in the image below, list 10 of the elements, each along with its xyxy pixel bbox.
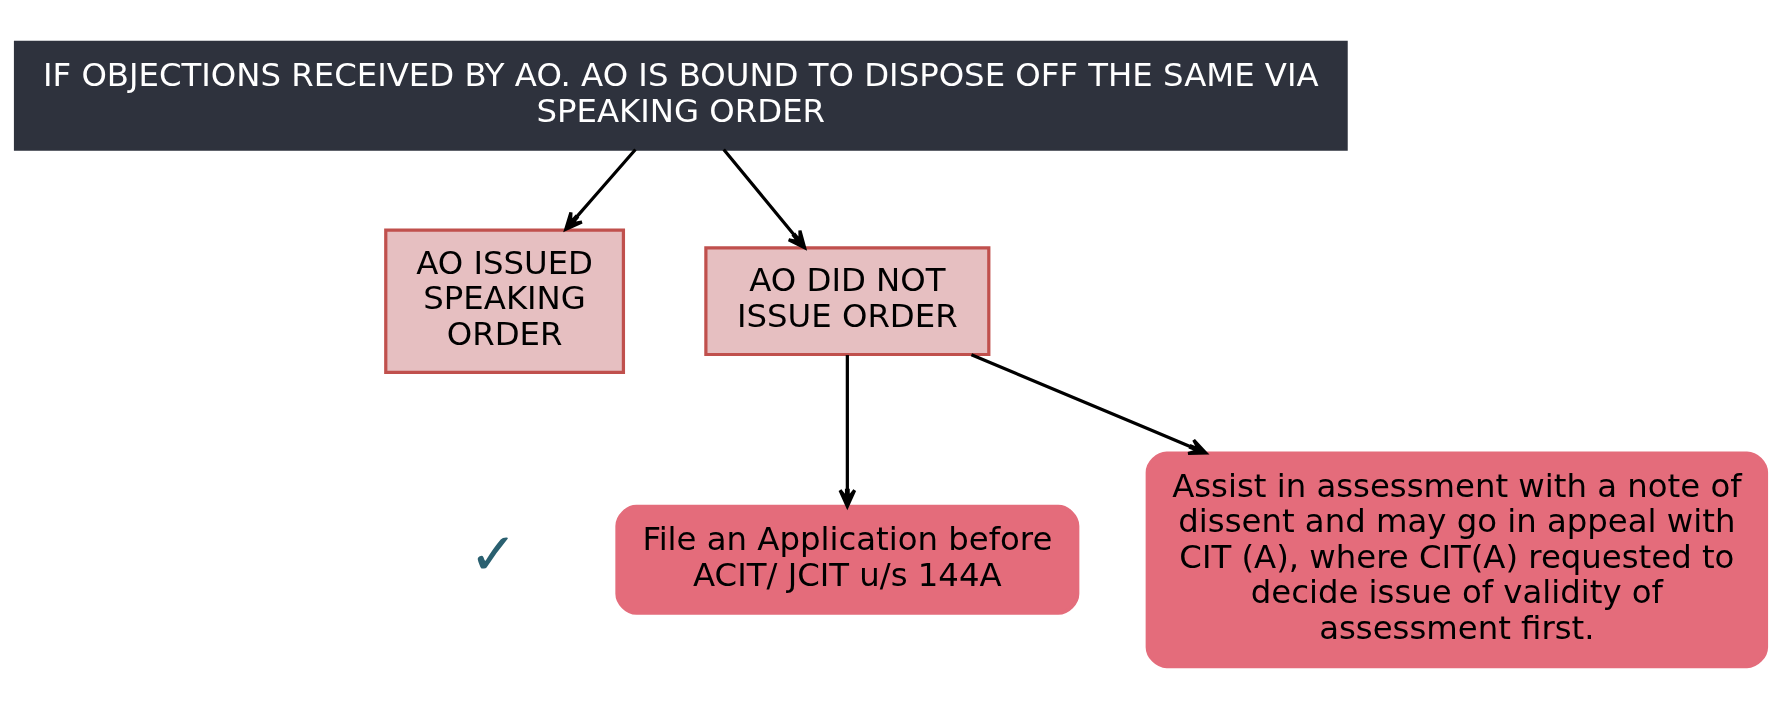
arrow xyxy=(837,354,856,508)
node-box: AO DID NOT ISSUE ORDER xyxy=(703,245,990,356)
label: ✓ xyxy=(468,519,518,588)
arrow xyxy=(970,352,1207,455)
node-box: IF OBJECTIONS RECEIVED BY AO. AO IS BOUND TO DISPOSE OFF THE SAME VIA SPEAKING ORDER xyxy=(13,40,1348,151)
node-box: Assist in assessment with a note of dissent and may go in appeal with CIT (A), where CIT(A) requested to decide issue of validity of assessment first. xyxy=(1145,451,1768,668)
node-box: File an Application before ACIT/ JCIT u/s 144A xyxy=(614,504,1079,615)
arrow xyxy=(721,147,806,249)
node-box: AO ISSUED SPEAKING ORDER xyxy=(383,227,625,374)
arrow xyxy=(563,147,637,231)
